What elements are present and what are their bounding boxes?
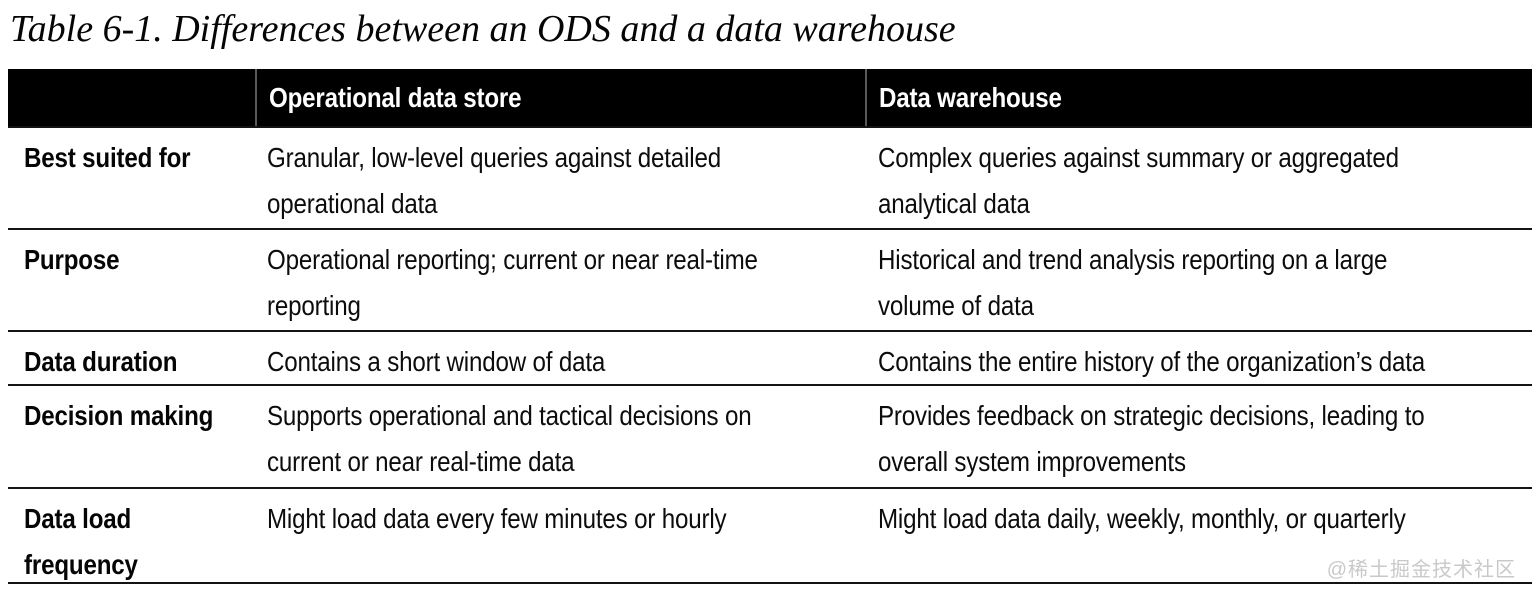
cell-text: Operational reporting; current or near r… xyxy=(267,244,758,321)
cell-text: Contains the entire history of the organ… xyxy=(878,346,1426,377)
dw-cell: Might load data daily, weekly, monthly, … xyxy=(865,489,1532,582)
table-row-data-duration: Data duration Contains a short window of… xyxy=(8,330,1532,384)
header-label: Data warehouse xyxy=(879,81,1062,113)
row-label: Best suited for xyxy=(24,142,191,173)
cell-text: Complex queries against summary or aggre… xyxy=(878,142,1399,219)
cell-text: Historical and trend analysis reporting … xyxy=(878,244,1388,321)
dw-cell: Complex queries against summary or aggre… xyxy=(865,128,1532,228)
row-label-cell: Data duration xyxy=(8,332,255,384)
table-header-row: Operational data store Data warehouse xyxy=(8,69,1532,126)
cell-text: Granular, low-level queries against deta… xyxy=(267,142,721,219)
dw-cell: Contains the entire history of the organ… xyxy=(865,332,1532,384)
row-label-cell: Best suited for xyxy=(8,128,255,228)
row-label: Data duration xyxy=(24,346,178,377)
cell-text: Contains a short window of data xyxy=(267,346,606,377)
table-caption: Table 6-1. Differences between an ODS an… xyxy=(10,8,956,50)
row-label: Purpose xyxy=(24,244,120,275)
ods-cell: Might load data every few minutes or hou… xyxy=(255,489,865,582)
cell-text: Supports operational and tactical decisi… xyxy=(267,400,752,477)
dw-cell: Provides feedback on strategic decisions… xyxy=(865,386,1532,487)
table-row-purpose: Purpose Operational reporting; current o… xyxy=(8,228,1532,330)
watermark: @稀土掘金技术社区 xyxy=(1326,559,1516,581)
ods-cell: Supports operational and tactical decisi… xyxy=(255,386,865,487)
cell-text: Might load data every few minutes or hou… xyxy=(267,503,727,534)
dw-cell: Historical and trend analysis reporting … xyxy=(865,230,1532,330)
row-label-cell: Data load frequency xyxy=(8,489,255,582)
table-row-decision-making: Decision making Supports operational and… xyxy=(8,384,1532,487)
table-row-best-suited-for: Best suited for Granular, low-level quer… xyxy=(8,126,1532,228)
ods-cell: Operational reporting; current or near r… xyxy=(255,230,865,330)
header-cell-operational-data-store: Operational data store xyxy=(255,69,865,126)
ods-cell: Granular, low-level queries against deta… xyxy=(255,128,865,228)
header-cell-data-warehouse: Data warehouse xyxy=(865,69,1532,126)
row-label: Decision making xyxy=(24,400,214,431)
row-label: Data load frequency xyxy=(24,503,138,580)
header-cell-empty xyxy=(8,69,255,126)
row-label-cell: Decision making xyxy=(8,386,255,487)
ods-cell: Contains a short window of data xyxy=(255,332,865,384)
row-label-cell: Purpose xyxy=(8,230,255,330)
table-row-data-load-frequency: Data load frequency Might load data ever… xyxy=(8,487,1532,582)
cell-text: Might load data daily, weekly, monthly, … xyxy=(878,503,1406,534)
cell-text: Provides feedback on strategic decisions… xyxy=(878,400,1425,477)
header-label: Operational data store xyxy=(269,81,522,113)
ods-vs-dw-table: Operational data store Data warehouse Be… xyxy=(8,69,1532,584)
